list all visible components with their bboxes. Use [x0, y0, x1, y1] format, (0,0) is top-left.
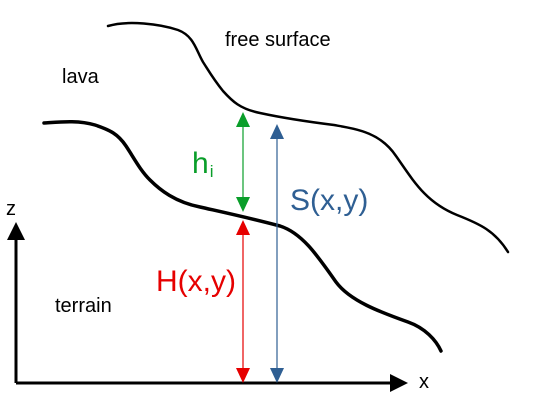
terrain-label: terrain [55, 295, 112, 317]
free-surface-label: free surface [225, 29, 331, 51]
terrain-height-arrow [236, 220, 250, 383]
lava-label: lava [62, 66, 100, 88]
z-axis-label: z [6, 198, 16, 220]
surface-height-arrow [270, 124, 284, 383]
thickness-arrow [236, 112, 250, 212]
free-surface-curve [106, 21, 510, 254]
thickness-label: hi [192, 147, 213, 181]
surface-height-label: S(x,y) [290, 184, 368, 217]
z-axis [7, 222, 25, 383]
thickness-label-subscript: i [210, 162, 214, 181]
x-axis [16, 374, 408, 392]
terrain-curve [42, 120, 443, 353]
thickness-label-main: h [192, 147, 209, 180]
terrain-height-label: H(x,y) [156, 265, 236, 298]
x-axis-label: x [419, 371, 429, 393]
